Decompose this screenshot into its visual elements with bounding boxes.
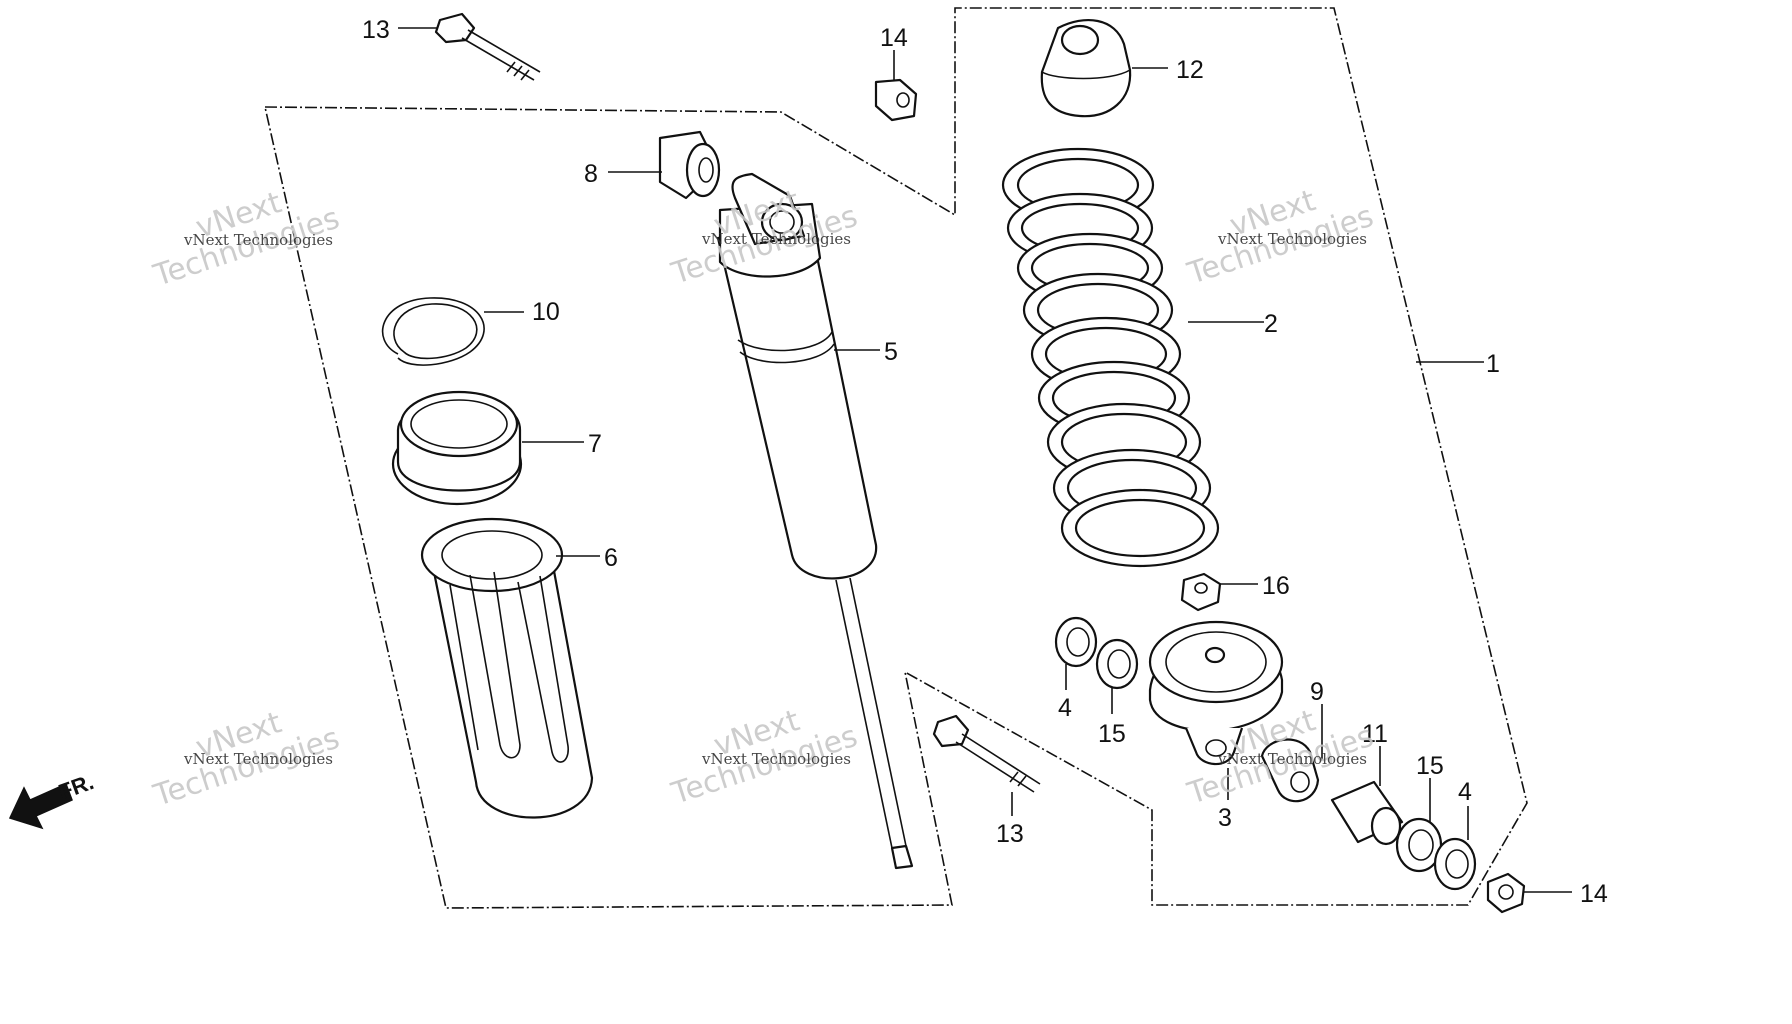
left-assembly-frame xyxy=(263,7,1528,909)
svg-text:vNext Technologies: vNext Technologies xyxy=(1217,750,1367,768)
washer-15-left xyxy=(1095,638,1139,690)
nut-14-top xyxy=(874,78,918,122)
spring-seat-7 xyxy=(391,390,523,506)
svg-text:vNext Technologies: vNext Technologies xyxy=(183,750,333,768)
callout-4-left: 4 xyxy=(1058,694,1072,722)
callout-labels: 13 14 12 8 2 1 10 5 7 6 16 4 15 9 11 3 1… xyxy=(362,16,1608,908)
callout-11: 11 xyxy=(1362,720,1388,748)
callout-3: 3 xyxy=(1218,804,1232,832)
callout-2: 2 xyxy=(1264,310,1278,338)
watermark-bottom-center: vNext Technologies vNext Technologies xyxy=(667,703,862,812)
callout-14-lower: 14 xyxy=(1580,880,1608,908)
bolt-13-lower xyxy=(932,714,1041,793)
svg-text:vNext Technologies: vNext Technologies xyxy=(701,230,851,248)
nut-14-lower xyxy=(1486,872,1526,914)
callout-8: 8 xyxy=(584,160,598,188)
callout-12: 12 xyxy=(1176,56,1204,84)
callout-15-right: 15 xyxy=(1416,752,1444,780)
washer-4-right xyxy=(1433,837,1477,891)
svg-text:vNext Technologies: vNext Technologies xyxy=(1217,230,1367,248)
front-label: FR. xyxy=(55,769,97,805)
callout-5: 5 xyxy=(884,338,898,366)
bushing-9 xyxy=(1260,738,1320,803)
front-arrow-icon xyxy=(8,782,73,830)
callout-4-right: 4 xyxy=(1458,778,1472,806)
callout-10: 10 xyxy=(532,298,560,326)
callout-1: 1 xyxy=(1486,350,1500,378)
nut-16 xyxy=(1180,572,1222,612)
callout-9: 9 xyxy=(1310,678,1324,706)
callout-13-lower: 13 xyxy=(996,820,1024,848)
callout-16: 16 xyxy=(1262,572,1290,600)
lower-mount-3 xyxy=(1148,620,1284,766)
callout-7: 7 xyxy=(588,430,602,458)
front-direction-indicator: FR. xyxy=(8,769,97,830)
svg-text:vNext Technologies: vNext Technologies xyxy=(701,750,851,768)
watermark-top-left: vNext Technologies vNext Technologies xyxy=(149,185,344,294)
callout-15-left: 15 xyxy=(1098,720,1126,748)
bolt-13-top xyxy=(434,12,541,81)
spring-guide-6 xyxy=(420,517,594,819)
bushing-8 xyxy=(658,130,721,200)
watermark-bottom-left: vNext Technologies vNext Technologies xyxy=(149,705,344,814)
svg-text:vNext Technologies: vNext Technologies xyxy=(183,231,333,249)
damper-5 xyxy=(716,172,914,870)
spring-2 xyxy=(1001,147,1220,568)
bump-stopper-12 xyxy=(1040,18,1132,118)
circlip-10 xyxy=(381,297,485,366)
callout-14-top: 14 xyxy=(880,24,908,52)
watermark-top-right: vNext Technologies vNext Technologies xyxy=(1183,183,1378,292)
collar-11 xyxy=(1330,780,1404,846)
washer-4-left xyxy=(1054,616,1098,668)
leader-lines xyxy=(398,27,1572,893)
callout-6: 6 xyxy=(604,544,618,572)
callout-13-top: 13 xyxy=(362,16,390,44)
